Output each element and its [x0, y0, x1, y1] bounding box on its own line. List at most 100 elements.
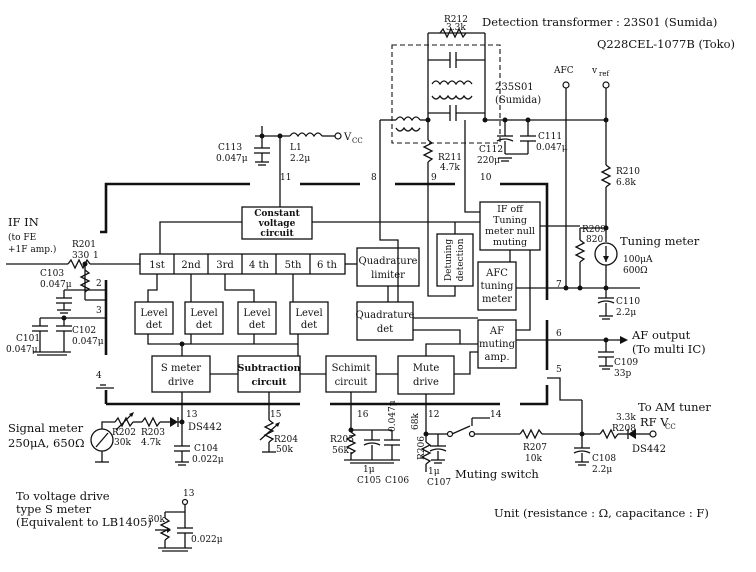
c102-value: 0.047μ: [72, 337, 104, 347]
subtraction-circuit: [237, 355, 301, 393]
voltage-drive-label: To voltage drive: [16, 489, 110, 503]
c101-label: C101: [16, 334, 40, 344]
c109-value: 33p: [614, 369, 631, 379]
r203-label: R203: [141, 428, 165, 438]
pin-7: 7: [556, 280, 562, 290]
r201-value: 330: [72, 251, 89, 261]
signal-meter-label: Signal meter: [8, 421, 84, 435]
signal-meter-circuit: [90, 412, 190, 466]
level-det-text: Level: [190, 308, 217, 319]
muting-switch-contact[interactable]: [468, 430, 476, 438]
c106-label: C106: [385, 476, 409, 486]
c112-label: C112: [479, 145, 503, 155]
level-det-text: det: [301, 320, 317, 331]
level-det-2: [184, 301, 224, 335]
r209-label: R209: [582, 225, 606, 235]
toko-part-label: Q228CEL-1077B (Toko): [597, 37, 735, 51]
stage-4th: 4 th: [249, 260, 270, 271]
vref-terminal-label: v: [591, 66, 598, 76]
if-off-text: muting: [493, 237, 527, 248]
detuning-detection: [436, 233, 474, 287]
af-output-target: (To multi IC): [632, 342, 706, 356]
if-amp-stages: [139, 253, 346, 275]
c108-value: 2.2μ: [592, 465, 612, 475]
transformer-part: 235S01: [495, 82, 534, 93]
ds442-diode-b: DS442: [632, 444, 666, 455]
quadrature-det-text: Quadrature: [356, 310, 415, 321]
vref-terminal[interactable]: [602, 81, 610, 89]
af-muting-amp: [477, 319, 517, 369]
af-muting-text: muting: [479, 339, 516, 350]
level-det-text: Level: [243, 308, 270, 319]
r201-label: R201: [72, 240, 96, 250]
ic-outline-top: [100, 182, 250, 234]
r211-label: R211: [438, 153, 462, 163]
if-input-network: [6, 258, 140, 389]
mute-drive-text: Mute: [413, 363, 440, 374]
tuning-meter-resistance: 600Ω: [623, 266, 648, 276]
vref-terminal-sub: ref: [599, 70, 610, 78]
tuning-meter-label: Tuning meter: [620, 234, 700, 248]
schimit-circuit: [325, 355, 377, 393]
r206-value: 68k: [411, 413, 421, 430]
c107-value: 1μ: [428, 467, 440, 477]
if-in-sub2: +1F amp.): [8, 244, 56, 255]
pin-1: 1: [93, 251, 99, 261]
voltage-drive-type: type S meter: [16, 502, 92, 516]
constant-voltage-text: voltage: [258, 219, 296, 229]
c112-c111: [496, 117, 536, 162]
am-tuner-terminal[interactable]: [649, 430, 657, 438]
c105-value: 1μ: [363, 465, 375, 475]
voltage-drive-resistor: 30k: [148, 515, 165, 525]
pin-13: 13: [186, 410, 198, 420]
af-output-label: AF output: [631, 328, 691, 342]
signal-meter-rating: 250μA, 650Ω: [8, 436, 85, 450]
pin-9: 9: [431, 173, 437, 183]
vcc-label: V: [343, 132, 352, 143]
level-det-text: det: [196, 320, 212, 331]
r203-value: 4.7k: [141, 438, 161, 448]
afc-tuning-text: meter: [482, 294, 512, 305]
r202-value: 30k: [114, 438, 131, 448]
voltage-drive-equiv: (Equivalent to LB1405): [16, 515, 152, 529]
r207-value: 10k: [525, 454, 542, 464]
tuning-meter-circuit: [547, 225, 640, 320]
af-muting-text: AF: [489, 326, 504, 337]
voltage-drive-network: [155, 498, 193, 552]
tuning-meter-current: 100μA: [623, 255, 653, 265]
af-muting-text: amp.: [484, 352, 509, 363]
r211-value: 4.7k: [440, 163, 460, 173]
pin-10: 10: [480, 173, 492, 183]
pin-13-secondary: 13: [183, 489, 195, 499]
c110-value: 2.2μ: [616, 308, 636, 318]
subtraction-text: Subtraction: [238, 363, 301, 374]
afc-tuning-text: AFC: [485, 268, 508, 279]
r204-label: R204: [274, 435, 298, 445]
pin-12: 12: [428, 410, 439, 420]
c113-label: C113: [218, 143, 242, 153]
ic-outline-bottom: [520, 385, 549, 406]
l1-label: L1: [290, 143, 302, 153]
quadrature-det-text: det: [377, 324, 393, 335]
r210-value: 6.8k: [616, 178, 636, 188]
afc-terminal[interactable]: [562, 81, 570, 89]
level-det-4: [289, 301, 329, 335]
pin-11: 11: [280, 173, 291, 183]
level-det-connections: [147, 274, 299, 356]
af-output-circuit: [547, 336, 628, 370]
r208-value: 3.3k: [616, 413, 636, 423]
detuning-detection-text: Detuning: [444, 239, 454, 281]
vcc-supply-filter: [254, 126, 342, 184]
c105-label: C105: [357, 476, 381, 486]
r205-label: R205: [330, 435, 354, 445]
am-tuner-label: To AM tuner: [638, 400, 711, 414]
pin-8: 8: [371, 173, 377, 183]
schimit-timing-network: [344, 427, 400, 464]
muting-switch-network: [420, 400, 657, 472]
c109-label: C109: [614, 358, 638, 368]
level-det-text: Level: [140, 308, 167, 319]
constant-voltage-text: circuit: [260, 229, 294, 239]
r212-label: R212: [444, 15, 468, 25]
afc-tuning-meter: [477, 261, 517, 311]
am-tuner-rf: RF V: [640, 415, 669, 429]
